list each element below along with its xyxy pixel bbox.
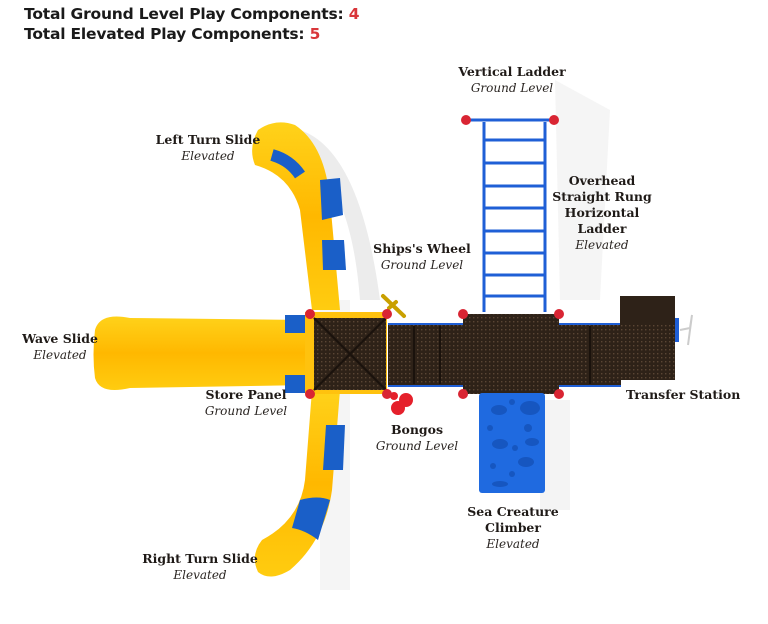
label-sea-creature-climber: Sea Creature Climber Elevated — [460, 504, 566, 552]
label-right-turn-slide: Right Turn Slide Elevated — [140, 551, 260, 583]
component-name: Bongos — [390, 422, 444, 437]
total-ground-count: 4 — [348, 5, 360, 23]
component-name-line: Sea Creature — [467, 504, 559, 519]
component-name: Vertical Ladder — [458, 64, 566, 79]
sea-creature-climber — [479, 393, 545, 493]
label-wave-slide: Wave Slide Elevated — [18, 331, 102, 363]
component-name-line: Climber — [485, 520, 541, 535]
component-name-line: Horizontal — [564, 205, 640, 220]
component-level: Elevated — [181, 149, 235, 163]
total-elevated-label: Total Elevated Play Components: — [24, 25, 305, 43]
label-transfer-station: Transfer Station — [626, 387, 741, 403]
post-clamps — [305, 115, 564, 399]
bongos — [390, 392, 413, 415]
label-left-turn-slide: Left Turn Slide Elevated — [148, 132, 268, 164]
left-turn-slide — [252, 122, 346, 310]
total-elevated-count: 5 — [309, 25, 321, 43]
component-name: Wave Slide — [22, 331, 98, 346]
component-level: Ground Level — [470, 81, 554, 95]
total-ground-label: Total Ground Level Play Components: — [24, 5, 344, 23]
label-store-panel: Store Panel Ground Level — [200, 387, 292, 419]
label-ships-wheel: Ships's Wheel Ground Level — [372, 241, 472, 273]
label-vertical-ladder: Vertical Ladder Ground Level — [450, 64, 574, 96]
component-name: Right Turn Slide — [142, 551, 258, 566]
component-name-line: Straight Rung — [552, 189, 652, 204]
right-turn-slide — [254, 390, 345, 577]
transfer-station — [620, 296, 693, 380]
deck-platforms — [305, 312, 621, 394]
wave-slide — [93, 315, 310, 393]
component-name-line: Overhead — [568, 173, 636, 188]
component-name: Ships's Wheel — [373, 241, 471, 256]
totals-block: Total Ground Level Play Components: 4 To… — [24, 4, 360, 44]
component-name: Store Panel — [205, 387, 287, 402]
component-level: Ground Level — [204, 404, 288, 418]
component-level: Elevated — [575, 238, 629, 252]
component-name: Transfer Station — [626, 387, 741, 402]
ships-wheel — [381, 294, 406, 318]
component-name-line: Ladder — [577, 221, 627, 236]
component-level: Elevated — [173, 568, 227, 582]
total-elevated-line: Total Elevated Play Components: 5 — [24, 24, 359, 44]
component-level: Elevated — [33, 348, 87, 362]
overhead-ladder — [466, 118, 558, 312]
label-bongos: Bongos Ground Level — [370, 422, 464, 454]
total-ground-line: Total Ground Level Play Components: 4 — [24, 4, 360, 24]
component-level: Ground Level — [375, 439, 459, 453]
component-level: Ground Level — [380, 258, 464, 272]
component-name: Left Turn Slide — [155, 132, 261, 147]
label-overhead-ladder: Overhead Straight Rung Horizontal Ladder… — [550, 173, 654, 253]
component-level: Elevated — [486, 537, 540, 551]
